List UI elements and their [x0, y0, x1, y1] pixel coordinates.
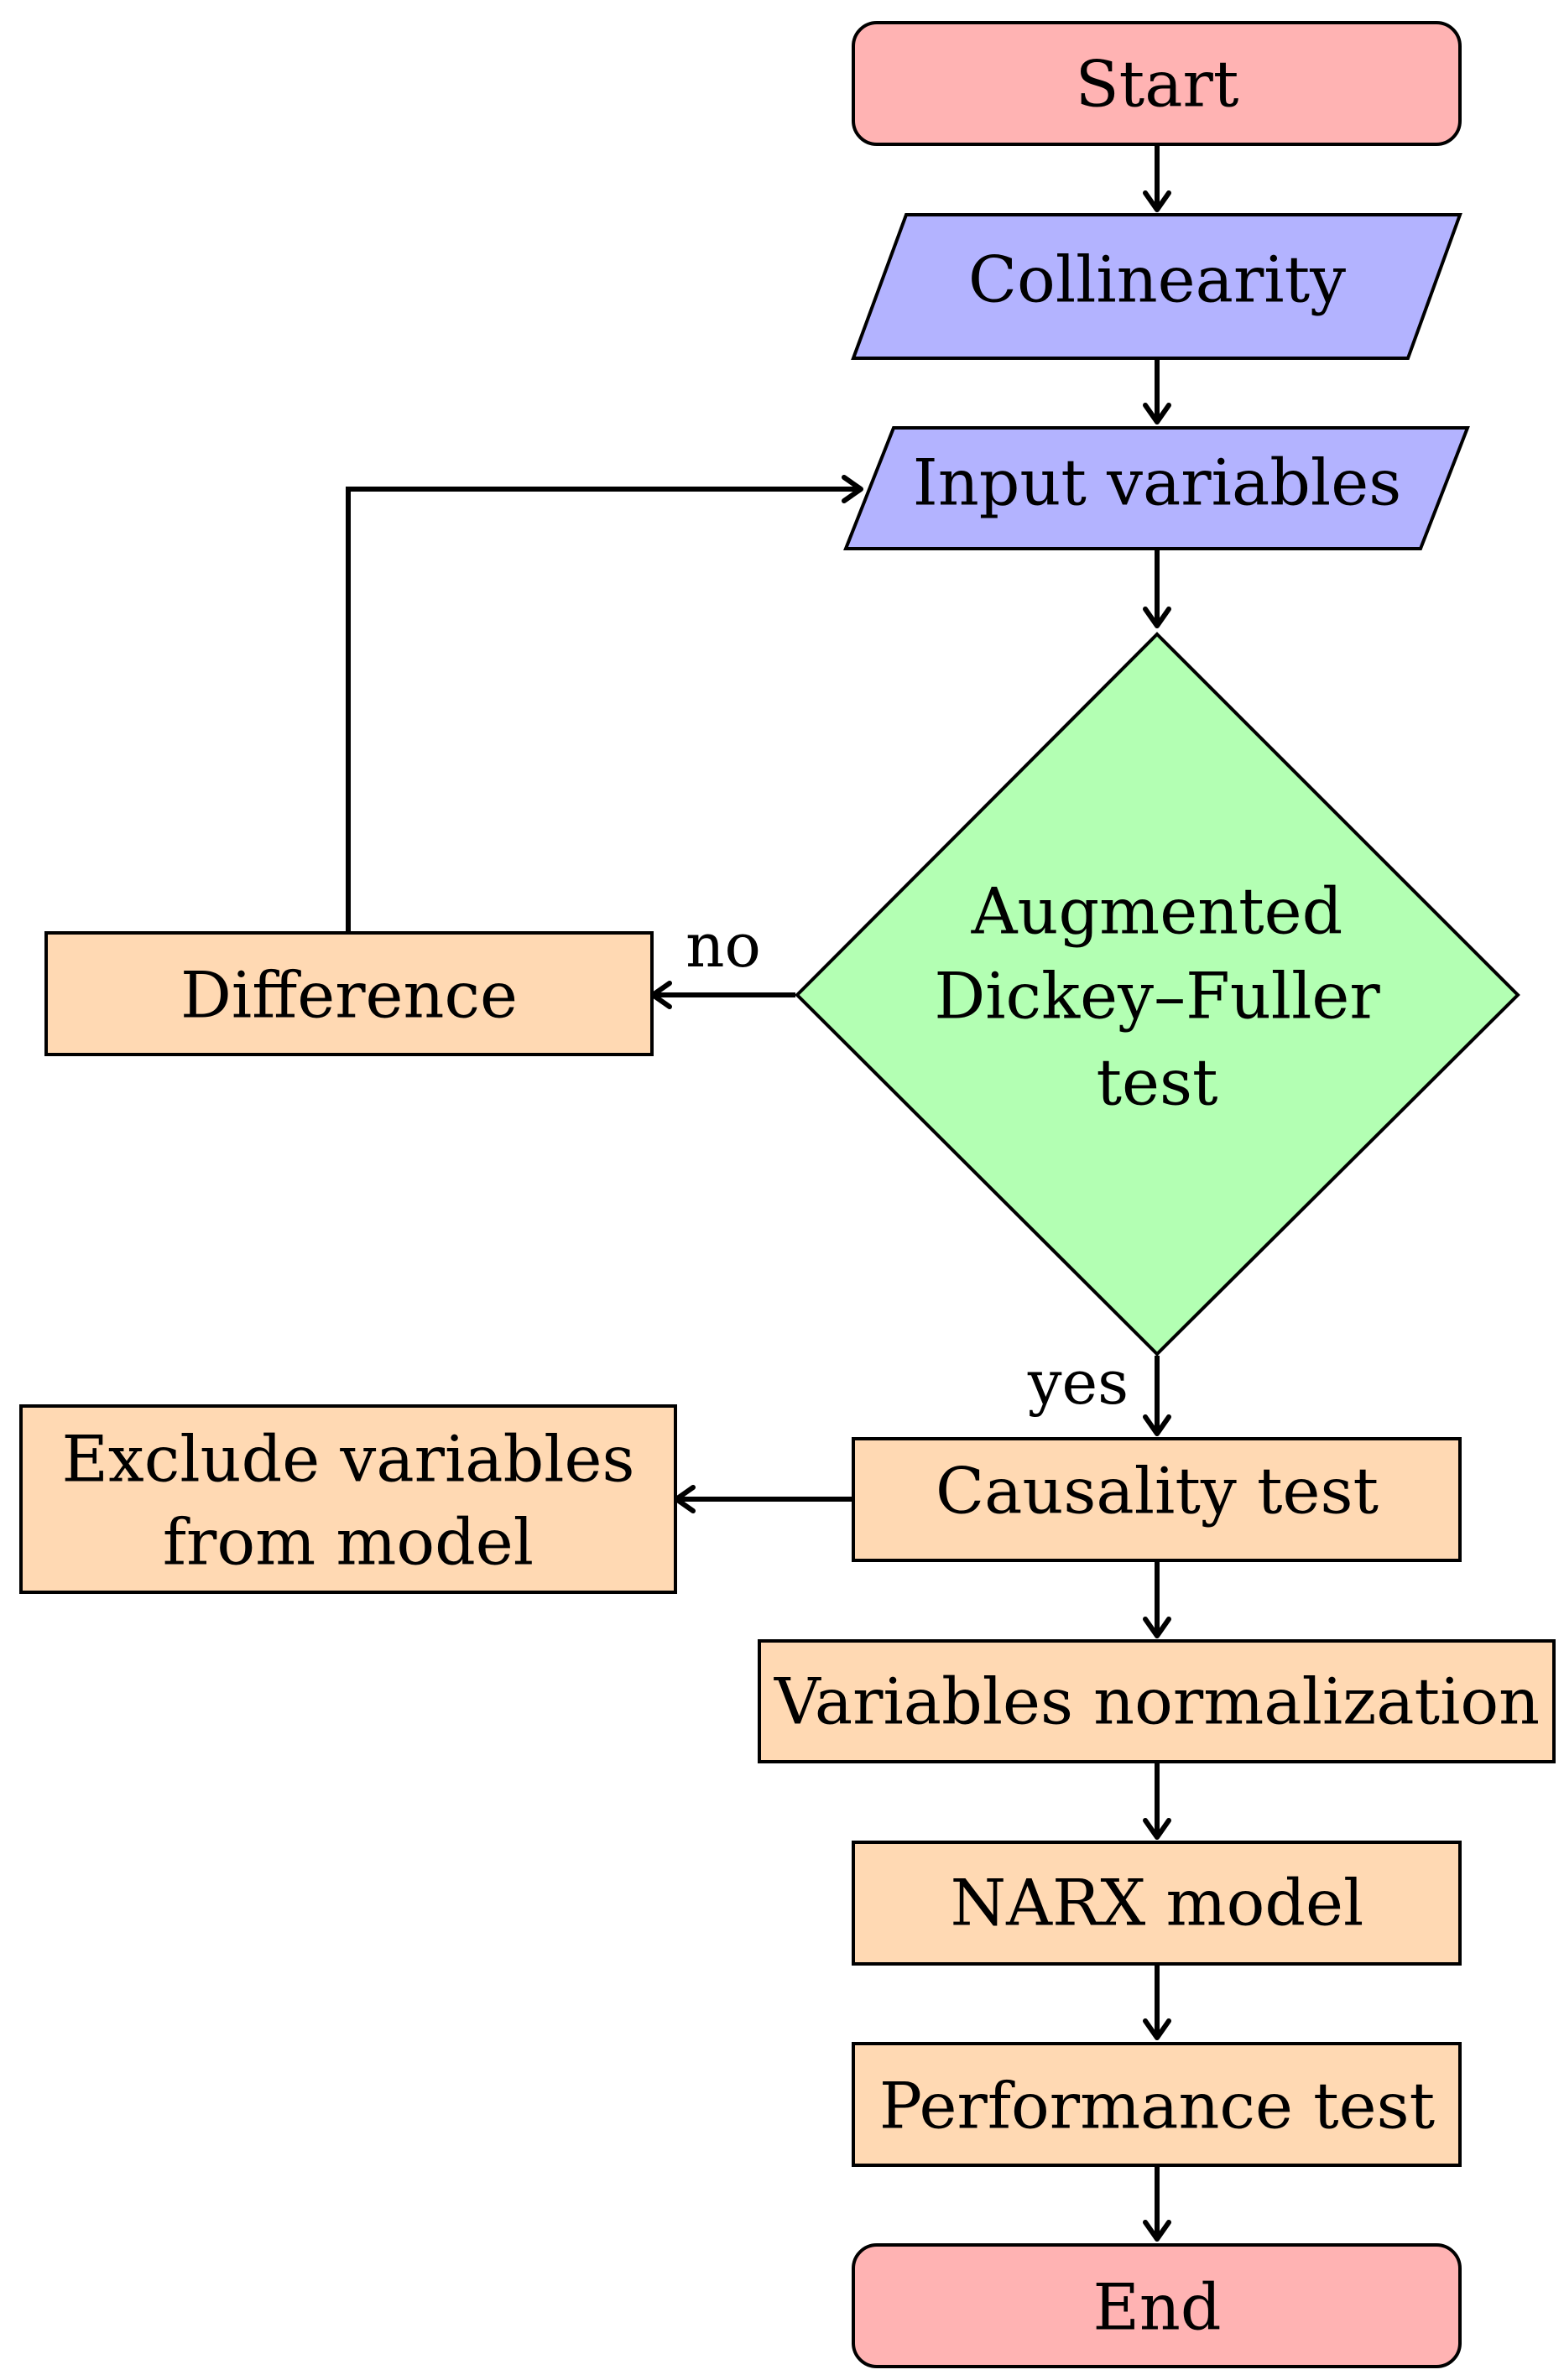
normalization-label: Variables normalization: [774, 1664, 1540, 1739]
arrowhead-down: [1143, 2220, 1171, 2242]
edge-difference-to-input-variables: [346, 487, 858, 933]
narx-model-node: NARX model: [852, 1841, 1462, 1966]
difference-node: Difference: [44, 931, 654, 1056]
narx-model-label: NARX model: [951, 1866, 1364, 1940]
exclude-variables-shape: [19, 1404, 677, 1594]
end-shape: [852, 2243, 1462, 2368]
normalization-shape: [758, 1639, 1556, 1763]
arrowhead-down: [1143, 1818, 1171, 1840]
edges: [346, 144, 1160, 2236]
end-label: End: [1092, 2270, 1221, 2345]
causality-test-label: Causality test: [936, 1454, 1379, 1529]
arrowhead-down: [1143, 2018, 1171, 2040]
performance-test-label: Performance test: [879, 2069, 1435, 2143]
end-node: End: [852, 2243, 1462, 2368]
arrowhead-down: [1143, 1414, 1171, 1436]
input-variables-shape: [843, 426, 1470, 550]
adf-test-label-line-2: Dickey–Fuller: [934, 959, 1380, 1034]
normalization-node: Variables normalization: [758, 1639, 1556, 1763]
exclude-variables-label-line-1: Exclude variables: [61, 1422, 634, 1497]
adf-test-label-line-3: test: [1096, 1045, 1217, 1120]
start-node: Start: [852, 21, 1462, 146]
input-variables-label: Input variables: [913, 445, 1401, 520]
input-variables-node: Input variables: [843, 426, 1470, 550]
arrowhead-down: [1143, 1617, 1171, 1638]
adf-test-label-line-1: Augmented: [971, 874, 1343, 949]
performance-test-node: Performance test: [852, 2042, 1462, 2167]
collinearity-node: Collinearity: [851, 213, 1462, 360]
narx-model-shape: [852, 1841, 1462, 1966]
arrowhead-down: [1143, 403, 1171, 424]
collinearity-label: Collinearity: [968, 242, 1346, 317]
causality-test-shape: [852, 1437, 1462, 1562]
exclude-variables-node: Exclude variables from model: [19, 1404, 677, 1594]
difference-label: Difference: [180, 958, 518, 1033]
edge-label-yes: yes: [1027, 1347, 1129, 1418]
arrowhead-down: [1143, 607, 1171, 628]
start-shape: [852, 21, 1462, 146]
difference-shape: [44, 931, 654, 1056]
arrowhead-down: [1143, 190, 1171, 212]
causality-test-node: Causality test: [852, 1437, 1462, 1562]
edge-label-no: no: [686, 910, 761, 981]
adf-test-shape: [795, 632, 1520, 1357]
exclude-variables-label-line-2: from model: [163, 1505, 534, 1580]
collinearity-shape: [851, 213, 1462, 360]
adf-test-node: Augmented Dickey–Fuller test: [795, 632, 1520, 1357]
performance-test-shape: [852, 2042, 1462, 2167]
start-label: Start: [1076, 47, 1239, 122]
arrowhead-right: [842, 475, 863, 503]
